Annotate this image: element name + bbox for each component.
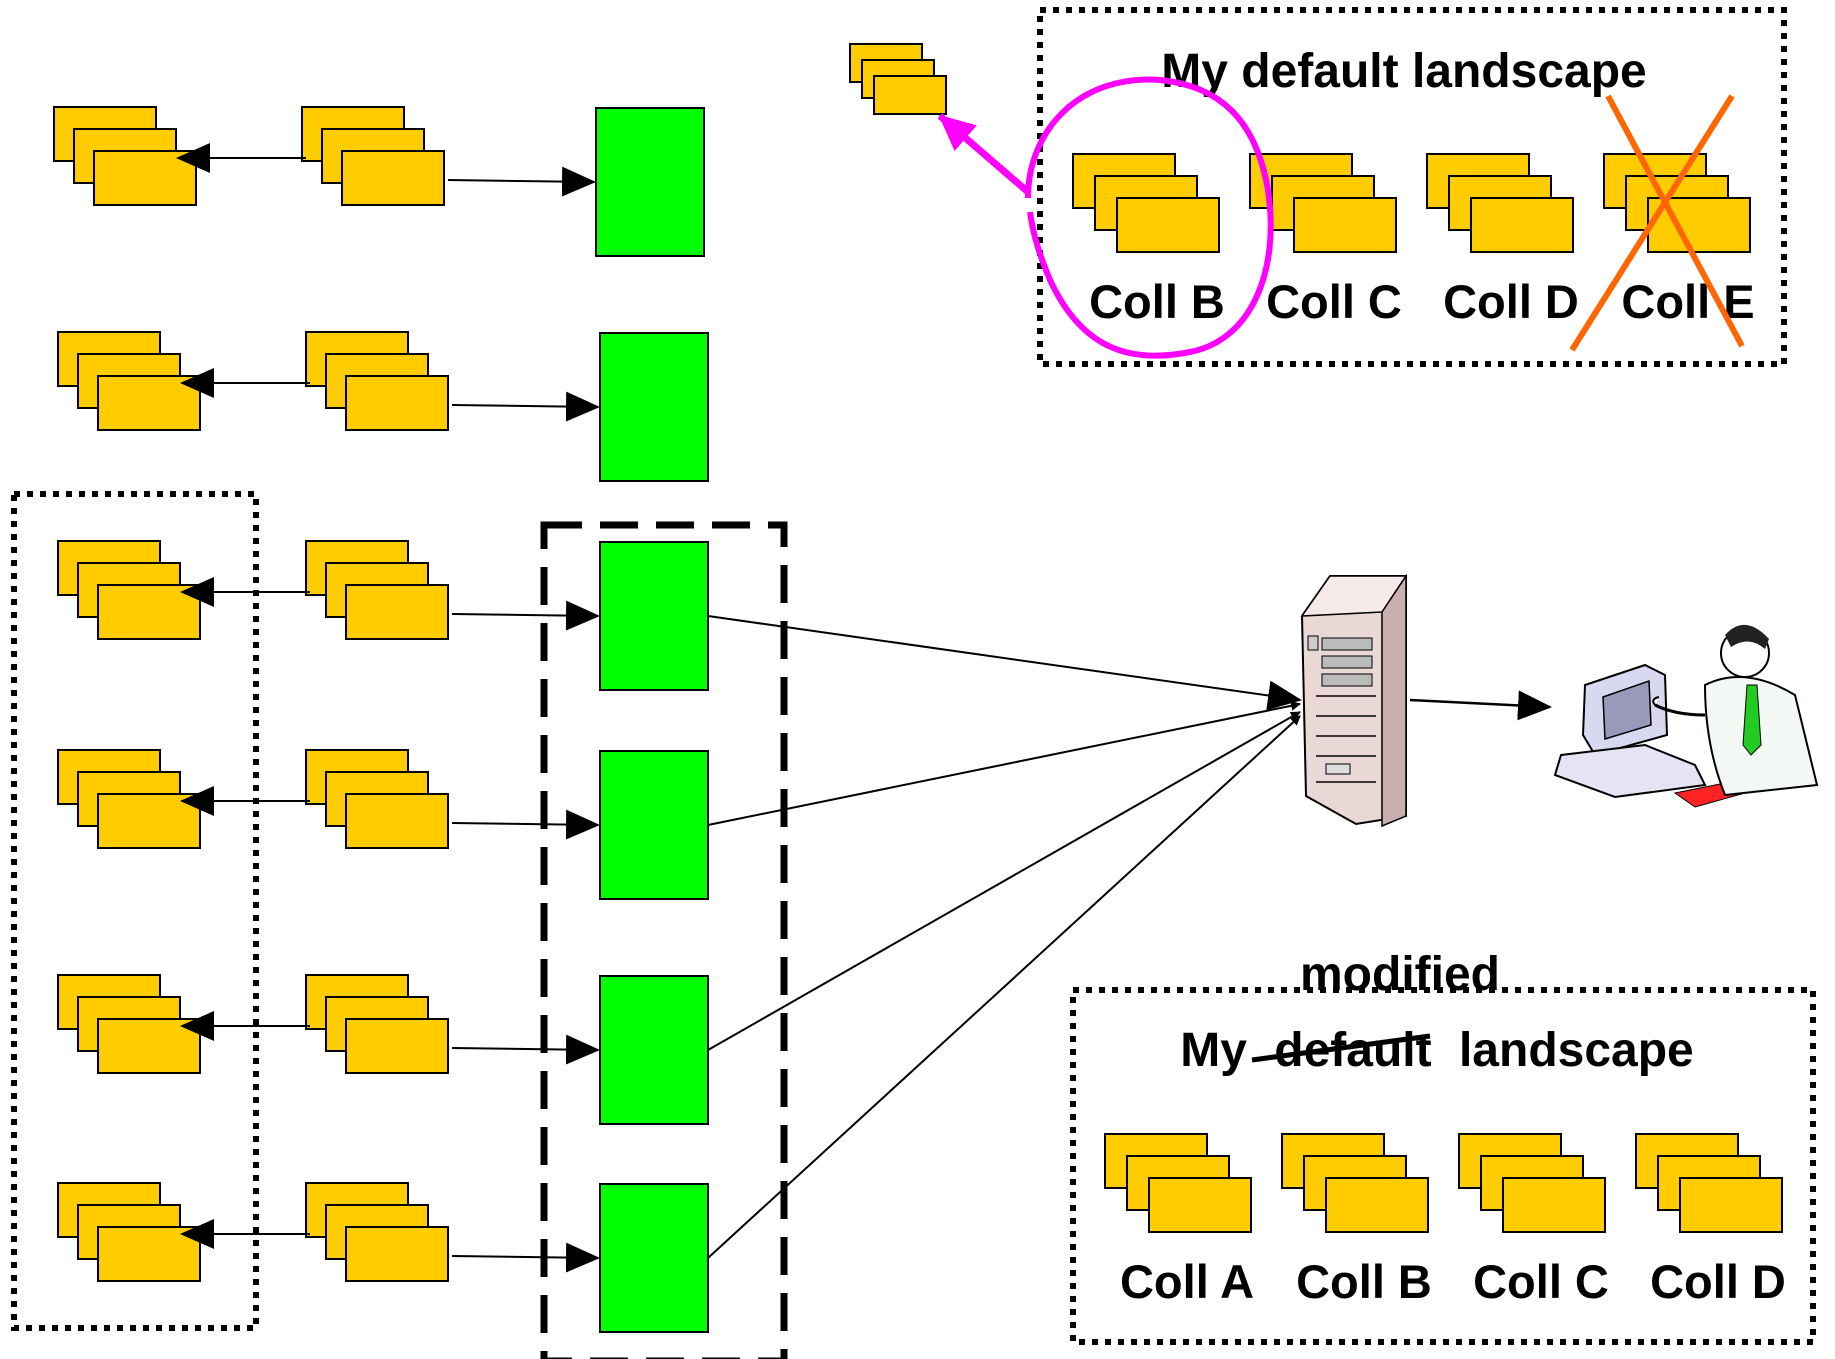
top-collection-label: Coll D [1443, 275, 1579, 328]
node-group-dashed-box [540, 521, 788, 1359]
source-collection-stack [53, 106, 197, 206]
top-collection-label: Coll B [1089, 275, 1225, 328]
processing-node [595, 107, 705, 257]
strikethrough-line [1251, 1033, 1431, 1063]
collection-stack-icon [1249, 153, 1397, 253]
node-to-server-link [707, 615, 1302, 711]
server-tower-icon [1300, 573, 1408, 828]
removed-collection-cross [1569, 94, 1745, 352]
top-collection-label: Coll C [1266, 275, 1402, 328]
title-prefix: My [1180, 1024, 1247, 1077]
pipeline-rows [53, 106, 709, 1333]
link-arrow-to-node [451, 809, 600, 840]
node-to-server-links [707, 615, 1302, 1259]
bottom-collection-item: Coll C [1458, 1133, 1609, 1308]
bottom-landscape-collections: Coll A Coll B Coll C Coll D [1104, 1133, 1786, 1308]
bottom-landscape-title: My default landscape [1180, 1024, 1694, 1077]
processing-node [599, 975, 709, 1125]
left-group-dotted-box [11, 491, 259, 1331]
bottom-collection-label: Coll C [1473, 1255, 1609, 1308]
top-landscape-collections: Coll B Coll C Coll D Coll E [1072, 153, 1755, 328]
source-collection-stack [57, 749, 201, 849]
pipeline-row [57, 974, 709, 1125]
source-collection-stack [57, 540, 201, 640]
move-out-arrow [937, 113, 1031, 195]
link-arrow-to-node [447, 166, 596, 197]
bottom-collection-item: Coll B [1281, 1133, 1432, 1308]
modified-annotation: modified [1300, 948, 1500, 1001]
processing-node [599, 750, 709, 900]
bottom-collection-label: Coll D [1650, 1255, 1786, 1308]
pipeline-row [57, 749, 709, 900]
title-suffix: landscape [1459, 1024, 1694, 1077]
title-struck-word: default [1274, 1024, 1431, 1077]
collection-stack-icon [1458, 1133, 1606, 1233]
intermediate-collection-stack [301, 106, 445, 206]
bottom-collection-label: Coll B [1296, 1255, 1432, 1308]
link-arrow-to-node [451, 1242, 600, 1273]
intermediate-collection-stack [305, 331, 449, 431]
top-collection-item: Coll E [1603, 153, 1755, 328]
pipeline-row [57, 540, 709, 691]
bottom-landscape-box [1070, 987, 1816, 1345]
collection-stack-icon [1635, 1133, 1783, 1233]
source-collection-stack [57, 974, 201, 1074]
pipeline-row [53, 106, 705, 257]
pipeline-row [57, 1182, 709, 1333]
intermediate-collection-stack [305, 1182, 449, 1282]
user-at-computer-icon [1553, 624, 1819, 808]
processing-node [599, 541, 709, 691]
intermediate-collection-stack [305, 974, 449, 1074]
processing-node [599, 1183, 709, 1333]
processing-node [599, 332, 709, 482]
bottom-collection-item: Coll D [1635, 1133, 1786, 1308]
link-arrow-to-node [451, 1034, 600, 1065]
bottom-collection-label: Coll A [1120, 1255, 1254, 1308]
node-to-server-link [707, 711, 1301, 1051]
moved-collection-stack [849, 43, 947, 115]
node-to-server-link [707, 715, 1301, 1259]
top-collection-item: Coll D [1426, 153, 1579, 328]
intermediate-collection-stack [305, 540, 449, 640]
collection-stack-icon [1426, 153, 1574, 253]
top-landscape-title: My default landscape [1161, 45, 1646, 98]
collection-stack-icon [1281, 1133, 1429, 1233]
link-arrow-to-node [451, 391, 600, 422]
pipeline-row [57, 331, 709, 482]
server-to-user-arrow [1409, 690, 1552, 721]
bottom-collection-item: Coll A [1104, 1133, 1254, 1308]
top-collection-label: Coll E [1621, 275, 1754, 328]
source-collection-stack [57, 1182, 201, 1282]
source-collection-stack [57, 331, 201, 431]
moved-collection-icon [849, 43, 947, 115]
top-landscape-box [1037, 7, 1787, 367]
collection-stack-icon [1104, 1133, 1252, 1233]
highlight-circle [1025, 76, 1274, 359]
collection-stack-icon [1603, 153, 1751, 253]
intermediate-collection-stack [305, 749, 449, 849]
top-collection-item: Coll B [1072, 153, 1225, 328]
collection-stack-icon [1072, 153, 1220, 253]
node-to-server-link [707, 700, 1301, 826]
top-collection-item: Coll C [1249, 153, 1402, 328]
link-arrow-to-node [451, 600, 600, 631]
